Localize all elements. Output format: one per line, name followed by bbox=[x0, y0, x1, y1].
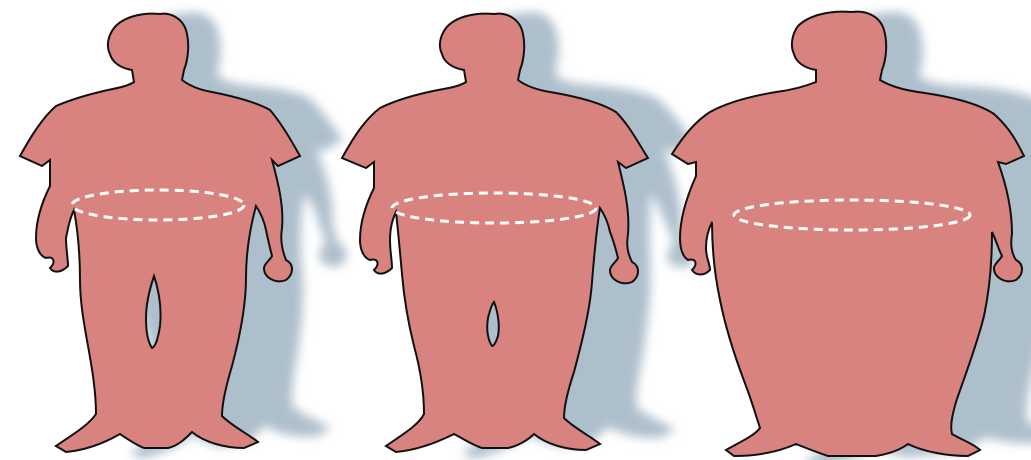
figure-2 bbox=[342, 0, 724, 460]
figure-1 bbox=[20, 0, 374, 460]
figure-3 bbox=[672, 0, 1031, 460]
